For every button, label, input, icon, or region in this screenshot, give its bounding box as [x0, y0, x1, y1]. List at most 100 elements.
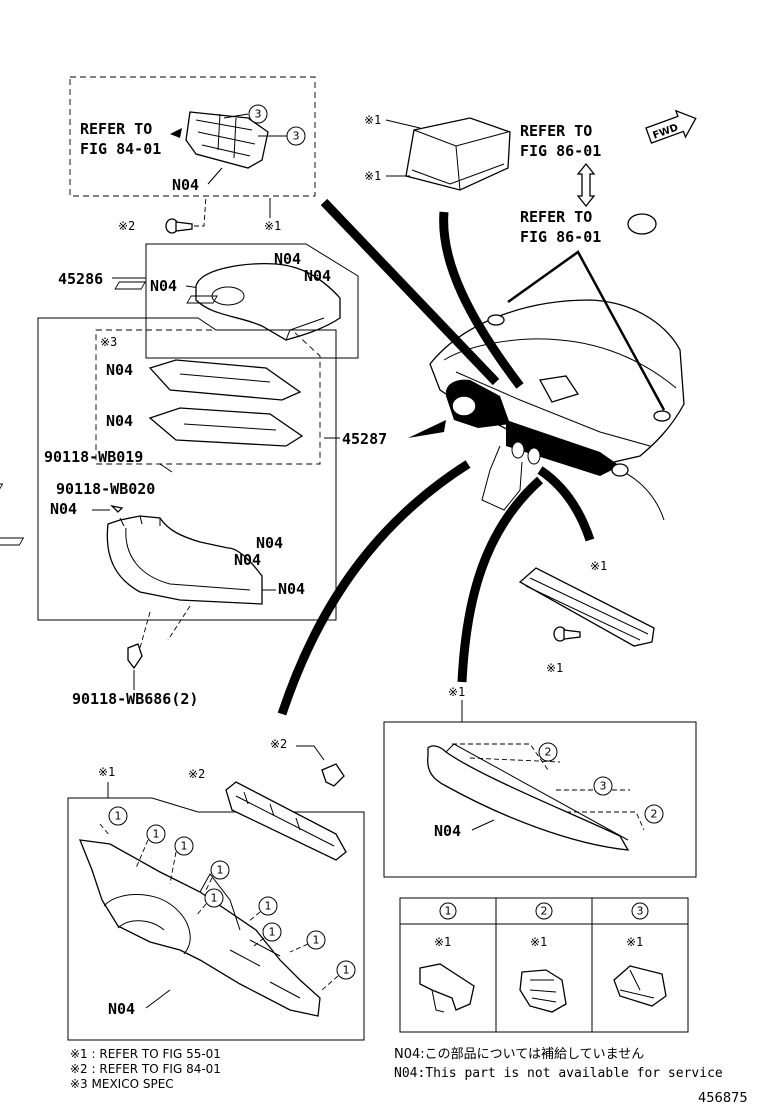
cap-part	[627, 213, 657, 235]
clip-callout-3b-text: 3	[293, 130, 300, 143]
ref1-console: ※1	[98, 765, 115, 779]
arrow-45287	[408, 420, 446, 438]
n04-lower-c: N04	[278, 580, 305, 598]
part-45286: 45286	[58, 270, 103, 288]
clip-legend-table: 1 2 3 ※1 ※1 ※1	[399, 897, 689, 1033]
double-arrow-icon	[576, 162, 596, 208]
insulation-pad-2	[148, 407, 304, 447]
ref1-upper-panel-a: ※1	[364, 113, 381, 127]
svg-text:1: 1	[269, 926, 276, 939]
part-45287: 45287	[342, 430, 387, 448]
svg-text:1: 1	[265, 900, 272, 913]
clip-callout-3c	[593, 776, 613, 796]
clip-callout-3b	[286, 126, 306, 146]
svg-text:1: 1	[153, 828, 160, 841]
n04-small-tab: N04	[50, 500, 77, 518]
n04-lower-panel: N04	[434, 822, 461, 840]
upper-panel-part	[405, 117, 511, 191]
svg-text:1: 1	[217, 864, 224, 877]
screw-icon-top	[165, 218, 193, 234]
leader-glove	[457, 476, 543, 683]
refer-fig-86-b-line1: REFER TO	[520, 208, 592, 226]
clip-2-icon	[519, 969, 567, 1013]
legend-mark-1: ※1	[434, 935, 451, 949]
clip-callout-2a	[538, 742, 558, 762]
figure-id: 456875	[698, 1091, 748, 1106]
insulation-pad-1	[148, 359, 302, 401]
tape-wb020	[0, 483, 4, 492]
refer-fig-86-a-line1: REFER TO	[520, 122, 592, 140]
legend-header-2: 2	[541, 905, 548, 918]
part-90118-wb686: 90118-WB686(2)	[72, 690, 198, 708]
mexico-spec-box	[95, 329, 321, 465]
leader-upper-panel	[439, 211, 524, 389]
refer-fig-86-b-line2: FIG 86-01	[520, 228, 601, 246]
frame-console	[67, 797, 365, 1041]
tape-45286-b	[186, 295, 218, 304]
n04-pad-1: N04	[106, 361, 133, 379]
clip-1-icon	[419, 963, 475, 1013]
n04-45286-left: N04	[150, 277, 177, 295]
service-note-en: N04:This part is not available for servi…	[394, 1066, 723, 1081]
tape-45286-a	[114, 281, 146, 290]
ref1-garnish-screw: ※1	[546, 661, 563, 675]
leader-upper-left	[320, 198, 500, 386]
footnote-3: ※3 MEXICO SPEC	[70, 1077, 174, 1091]
frame-45287	[37, 317, 337, 621]
ref2-console-screw: ※2	[270, 737, 287, 751]
clip-callout-3c-text: 3	[600, 780, 607, 793]
n04-console: N04	[108, 1000, 135, 1018]
detail-box-lower-panel	[383, 721, 697, 878]
clip-callout-3a-text: 3	[255, 108, 262, 121]
footnote-2: ※2 : REFER TO FIG 84-01	[70, 1062, 221, 1076]
svg-text:1: 1	[211, 892, 218, 905]
leader-lower-right	[537, 466, 595, 542]
fwd-arrow-icon: FWD	[645, 109, 697, 144]
ref1-lower-panel: ※1	[448, 685, 465, 699]
part-90118-wb020: 90118-WB020	[56, 480, 155, 498]
svg-text:1: 1	[313, 934, 320, 947]
small-tab-part	[110, 504, 124, 513]
ref2-screw-top: ※2	[118, 219, 135, 233]
frame-45286	[145, 243, 359, 359]
clip-callout-2b	[644, 804, 664, 824]
clip-callout-2b-text: 2	[651, 808, 658, 821]
console-clip-callouts: 1 1 1 1 1 1 1 1 1	[108, 806, 356, 980]
clip-callout-2a-text: 2	[545, 746, 552, 759]
refer-fig-86-a-line2: FIG 86-01	[520, 142, 601, 160]
ref1-bracket: ※1	[264, 219, 281, 233]
upper-column-cover-part	[195, 263, 341, 341]
console-panel-part	[78, 839, 321, 1017]
refer-fig-84-line2: FIG 84-01	[80, 140, 161, 158]
svg-text:1: 1	[181, 840, 188, 853]
legend-header-3: 3	[637, 905, 644, 918]
ref1-garnish: ※1	[590, 559, 607, 573]
arrow-to-fig-84	[170, 128, 182, 138]
refer-fig-84-line1: REFER TO	[80, 120, 152, 138]
part-90118-wb019: 90118-WB019	[44, 448, 143, 466]
switch-panel-part	[225, 781, 347, 861]
legend-mark-2: ※1	[530, 935, 547, 949]
tape-lower-a	[0, 537, 25, 546]
screw-icon-45287	[127, 643, 143, 670]
lower-column-cover-part	[106, 515, 263, 605]
n04-lower-a: N04	[256, 534, 283, 552]
ref1-upper-panel-b: ※1	[364, 169, 381, 183]
ref3-mexico: ※3	[100, 335, 117, 349]
ref2-switch: ※2	[188, 767, 205, 781]
leader-lower-left	[277, 460, 471, 716]
clip-3-icon	[613, 965, 667, 1007]
clip-callout-3a	[248, 104, 268, 124]
n04-45286-right: N04	[304, 267, 331, 285]
n04-45286-top: N04	[274, 250, 301, 268]
svg-text:1: 1	[343, 964, 350, 977]
screw-icon-garnish	[553, 626, 581, 642]
footnote-1: ※1 : REFER TO FIG 55-01	[70, 1047, 221, 1061]
detail-box-column-bracket	[69, 76, 316, 197]
service-note-jp: N04:この部品については補給していません	[394, 1047, 644, 1062]
legend-header-1: 1	[445, 905, 452, 918]
screw-icon-console	[321, 763, 345, 787]
n04-lower-b: N04	[234, 551, 261, 569]
